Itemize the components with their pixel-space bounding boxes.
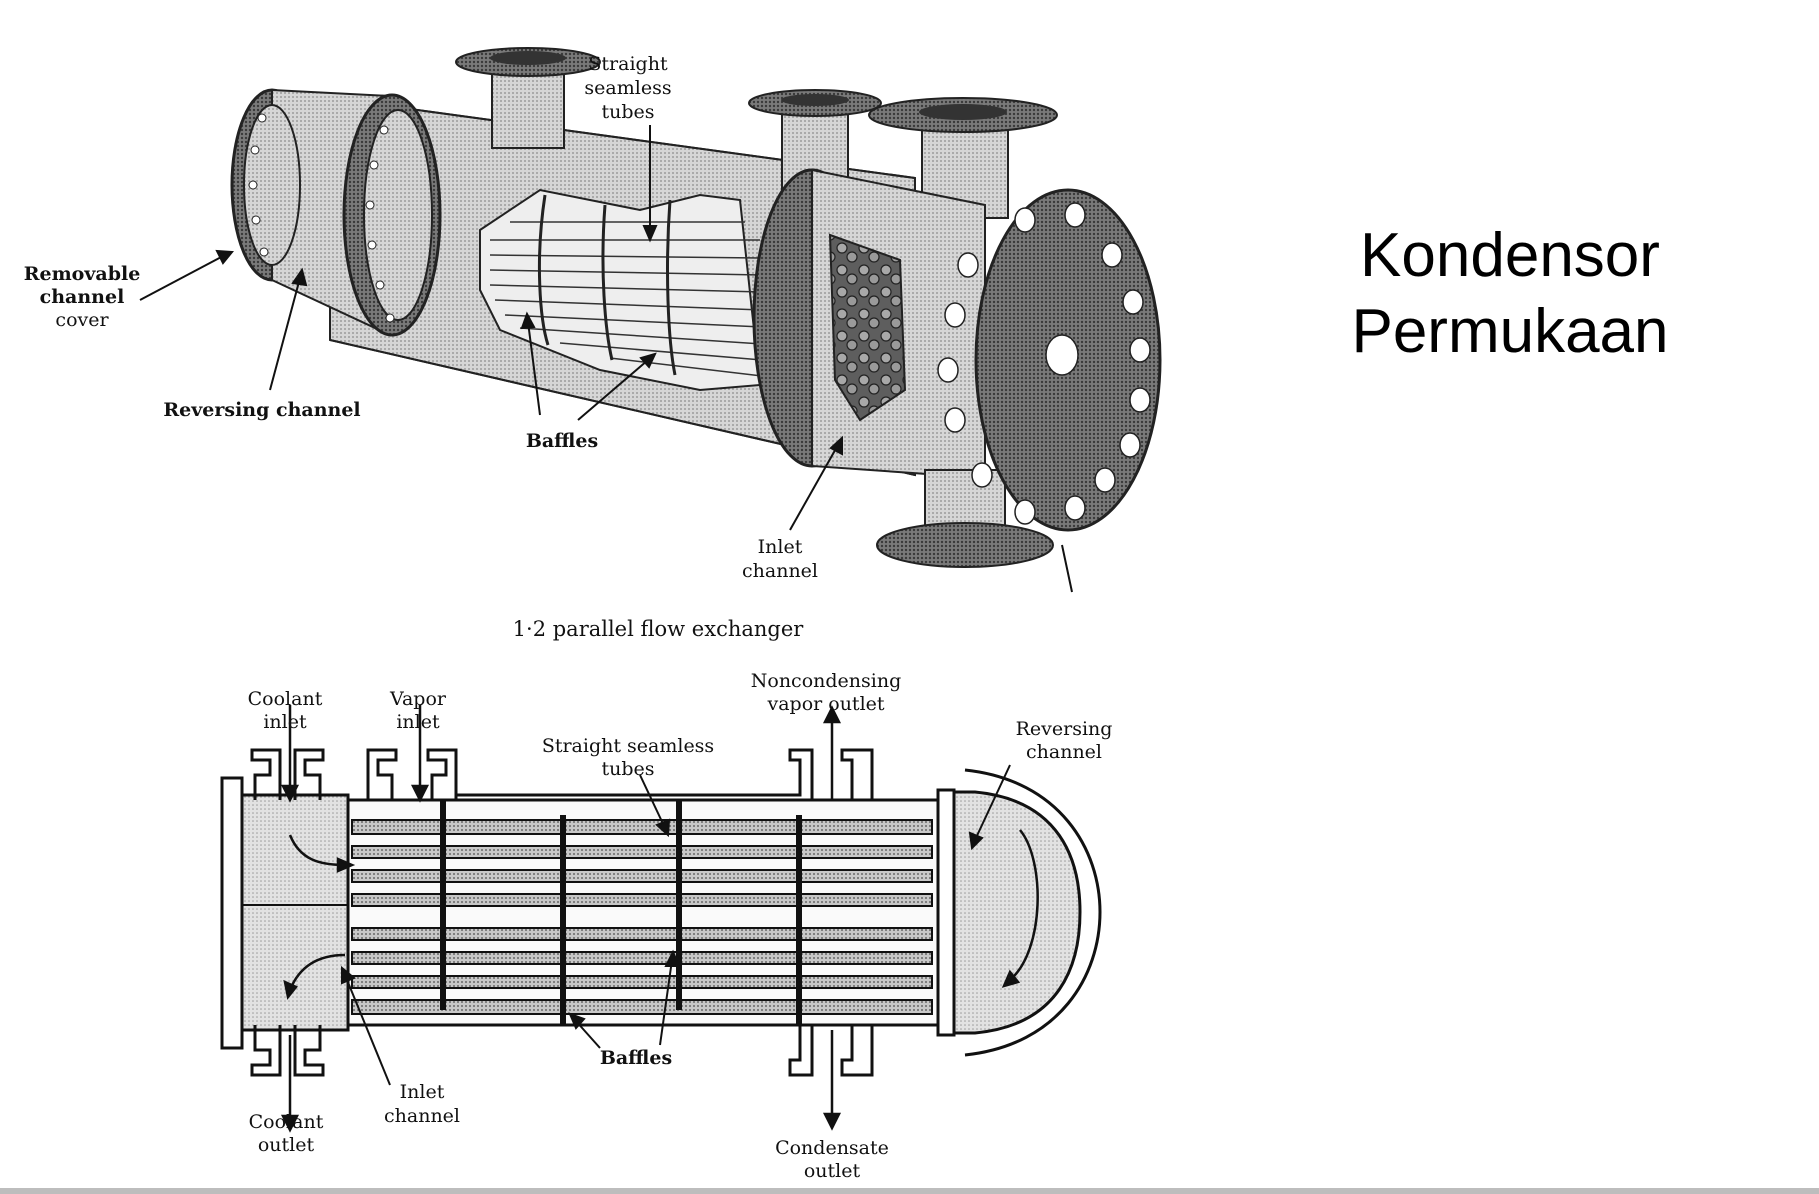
top-figure-caption: 1·2 parallel flow exchanger [513, 617, 805, 641]
shell-flange-right [752, 168, 986, 480]
vapor-nozzle-top [455, 47, 601, 149]
label-inlet-channel-1: Inlet [400, 1081, 445, 1103]
label-inlet-channel-1: Inlet [758, 536, 803, 558]
top-labels: Straight seamless tubes Removable channe… [24, 53, 818, 641]
label-reversing-channel-2: channel [1026, 741, 1102, 763]
label-inlet-channel-2: channel [742, 560, 818, 582]
label-reversing-channel: Reversing channel [163, 399, 360, 421]
label-coolant-inlet-1: Coolant [248, 688, 323, 710]
label-straight-seamless-tubes-1: Straight seamless [542, 735, 714, 757]
coolant-outlet-nozzle [250, 1025, 325, 1077]
label-noncondensing-1: Noncondensing [751, 670, 902, 692]
shell-flange-left [342, 93, 442, 337]
baffles-section [440, 800, 802, 1025]
label-coolant-outlet-1: Coolant [249, 1111, 324, 1133]
label-straight-tubes-3: tubes [601, 101, 654, 123]
label-inlet-channel-2: channel [384, 1105, 460, 1127]
label-removable-cover-2: channel [40, 286, 125, 308]
bottom-leader-lines [341, 764, 1011, 1086]
slide-title: Kondensor Permukaan [1280, 218, 1740, 370]
label-baffles: Baffles [526, 430, 598, 452]
label-condensate-outlet-2: outlet [804, 1160, 861, 1182]
tube-rows [351, 819, 933, 1015]
tube-sheet-holes [937, 202, 1151, 525]
label-straight-seamless-tubes-2: tubes [601, 758, 654, 780]
bottom-divider [0, 1188, 1819, 1194]
label-condensate-outlet-1: Condensate [775, 1137, 889, 1159]
coolant-inlet-nozzle [250, 748, 325, 800]
bottom-labels: Coolant inlet Vapor inlet Straight seaml… [248, 670, 1113, 1182]
label-straight-tubes-1: Straight [588, 53, 668, 75]
top-leader-lines [139, 125, 1073, 593]
label-baffles-bottom: Baffles [600, 1047, 672, 1069]
vapor-inlet-nozzle [366, 748, 458, 800]
condensate-nozzle-bottom [876, 469, 1054, 568]
tube-sheet-end-plate [937, 188, 1162, 532]
label-removable-cover-1: Removable [24, 263, 141, 285]
label-vapor-inlet-1: Vapor [389, 688, 447, 710]
reversing-channel-head [936, 768, 1102, 1057]
label-straight-tubes-2: seamless [584, 77, 671, 99]
label-removable-cover-3: cover [55, 309, 109, 331]
left-channel-head [220, 776, 350, 1050]
bottom-section-diagram: Coolant inlet Vapor inlet Straight seaml… [220, 670, 1113, 1182]
label-reversing-channel-1: Reversing [1016, 718, 1113, 740]
outlet-nozzle-2 [868, 97, 1058, 219]
slide-title-line-2: Permukaan [1351, 297, 1669, 366]
baffle-plates [537, 194, 677, 376]
flow-arrows [280, 705, 1039, 1133]
shell-section [346, 748, 940, 1077]
label-coolant-inlet-2: inlet [263, 711, 307, 733]
label-coolant-outlet-2: outlet [258, 1134, 315, 1156]
label-vapor-inlet-2: inlet [396, 711, 440, 733]
slide-title-line-1: Kondensor [1360, 221, 1660, 290]
top-exchanger-illustration: Straight seamless tubes Removable channe… [24, 47, 1162, 641]
label-noncondensing-2: vapor outlet [766, 693, 884, 715]
